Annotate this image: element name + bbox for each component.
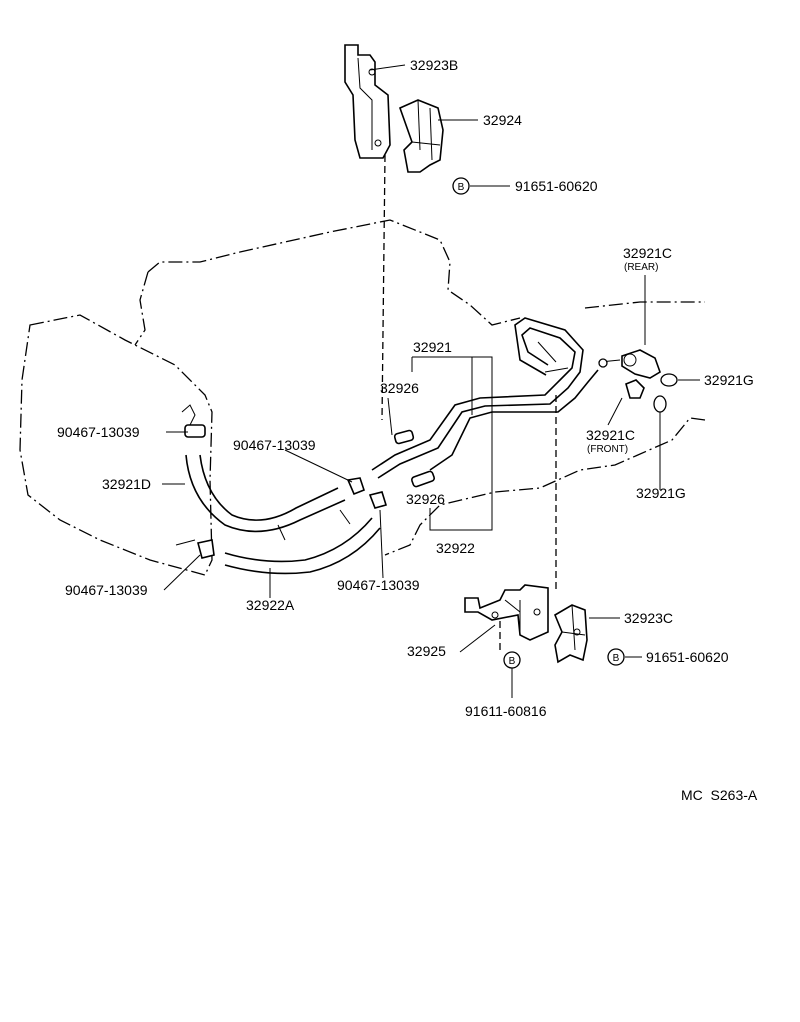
label-front-note: (FRONT) bbox=[587, 444, 628, 455]
hose-32921D bbox=[181, 404, 346, 533]
label-32923B: 32923B bbox=[410, 57, 458, 73]
engine-outline bbox=[134, 219, 705, 346]
label-91611: 91611-60816 bbox=[465, 703, 547, 719]
part-labels: 32923B 32924 91651-60620 32921C (REAR) 3… bbox=[57, 57, 758, 803]
label-32921G-b: 32921G bbox=[636, 485, 686, 501]
label-90467-d: 90467-13039 bbox=[337, 577, 420, 593]
label-32921G-a: 32921G bbox=[704, 372, 754, 388]
label-32921C-front: 32921C bbox=[586, 427, 635, 443]
diagram-code: MC S263-A bbox=[681, 787, 758, 803]
o-ring-32921G bbox=[653, 373, 678, 413]
clamp-32924 bbox=[398, 99, 444, 173]
bolt-mark: B bbox=[458, 182, 465, 193]
assembly-lines bbox=[381, 154, 557, 650]
label-90467-a: 90467-13039 bbox=[57, 424, 140, 440]
label-32926-b: 32926 bbox=[406, 491, 445, 507]
label-32921D: 32921D bbox=[102, 476, 151, 492]
label-91651-top: 91651-60620 bbox=[515, 178, 598, 194]
transmission-outline bbox=[19, 314, 706, 576]
label-32925: 32925 bbox=[407, 643, 446, 659]
label-32924: 32924 bbox=[483, 112, 522, 128]
label-rear-note: (REAR) bbox=[624, 262, 658, 273]
fitting-32921C-front bbox=[625, 379, 645, 399]
bracket-32923B bbox=[344, 44, 391, 159]
fitting-32921C-rear bbox=[598, 349, 661, 379]
bolt-mark: B bbox=[613, 653, 620, 664]
bolt-mark: B bbox=[509, 656, 516, 667]
label-32921C-rear: 32921C bbox=[623, 245, 672, 261]
label-32921: 32921 bbox=[413, 339, 452, 355]
label-90467-b: 90467-13039 bbox=[233, 437, 316, 453]
label-90467-c: 90467-13039 bbox=[65, 582, 148, 598]
label-32923C: 32923C bbox=[624, 610, 673, 626]
label-32926-a: 32926 bbox=[380, 380, 419, 396]
clamp-32923C bbox=[553, 604, 588, 664]
hose-32922A bbox=[224, 509, 381, 575]
bolt-markers: B B B bbox=[452, 177, 625, 669]
clamps-90467 bbox=[175, 477, 388, 559]
label-32922: 32922 bbox=[436, 540, 475, 556]
leader-lines bbox=[162, 64, 700, 698]
bracket-32925 bbox=[464, 584, 549, 641]
label-32922A: 32922A bbox=[246, 597, 295, 613]
sleeve-32926 bbox=[393, 429, 436, 488]
label-91651-bottom: 91651-60620 bbox=[646, 649, 729, 665]
steel-lines-32921-32922 bbox=[371, 317, 599, 479]
